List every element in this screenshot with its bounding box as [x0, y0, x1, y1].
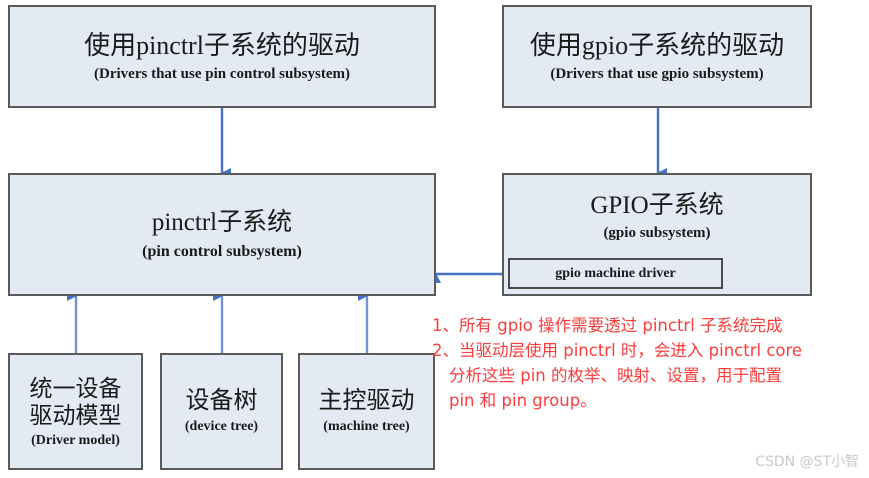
- node-title-en: (Drivers that use pin control subsystem): [94, 65, 350, 82]
- node-gpio-machine-driver: gpio machine driver: [508, 258, 723, 289]
- node-driver-model: 统一设备 驱动模型 (Driver model): [8, 353, 143, 470]
- annotation-line-2: 2、当驱动层使用 pinctrl 时，会进入 pinctrl core: [432, 341, 803, 361]
- node-drivers-that-use-gpio: 使用gpio子系统的驱动 (Drivers that use gpio subs…: [502, 5, 812, 108]
- node-title-en: (Drivers that use gpio subsystem): [550, 65, 764, 82]
- node-title-en: (pin control subsystem): [142, 242, 302, 260]
- node-drivers-that-use-pinctrl: 使用pinctrl子系统的驱动 (Drivers that use pin co…: [8, 5, 436, 108]
- node-pinctrl-subsystem: pinctrl子系统 (pin control subsystem): [8, 173, 436, 296]
- node-title-en: (device tree): [184, 419, 259, 435]
- node-label: gpio machine driver: [555, 265, 676, 281]
- node-title-cn: 使用gpio子系统的驱动: [529, 30, 785, 60]
- node-title-en: (Driver model): [31, 432, 120, 448]
- node-title-cn: 设备树: [185, 388, 258, 415]
- watermark-csdn: CSDN @ST小智: [755, 454, 859, 470]
- node-title-cn: pinctrl子系统: [151, 208, 293, 236]
- node-title-cn-line2: 驱动模型: [29, 402, 122, 428]
- node-title-cn-line1: 统一设备: [29, 375, 122, 401]
- annotation-notes: 1、所有 gpio 操作需要透过 pinctrl 子系统完成 2、当驱动层使用 …: [432, 313, 869, 413]
- node-title-cn: 使用pinctrl子系统的驱动: [84, 30, 360, 60]
- node-machine-tree: 主控驱动 (machine tree): [298, 353, 435, 470]
- annotation-line-1: 1、所有 gpio 操作需要透过 pinctrl 子系统完成: [432, 316, 783, 335]
- node-title-cn: 主控驱动: [318, 388, 415, 415]
- annotation-line-3: 分析这些 pin 的枚举、映射、设置，用于配置: [449, 366, 783, 386]
- node-title-en: (machine tree): [323, 419, 410, 435]
- node-title-en: (gpio subsystem): [603, 225, 711, 241]
- node-title-cn: GPIO子系统: [590, 192, 724, 219]
- node-device-tree: 设备树 (device tree): [160, 353, 283, 470]
- annotation-line-4: pin 和 pin group。: [449, 391, 597, 411]
